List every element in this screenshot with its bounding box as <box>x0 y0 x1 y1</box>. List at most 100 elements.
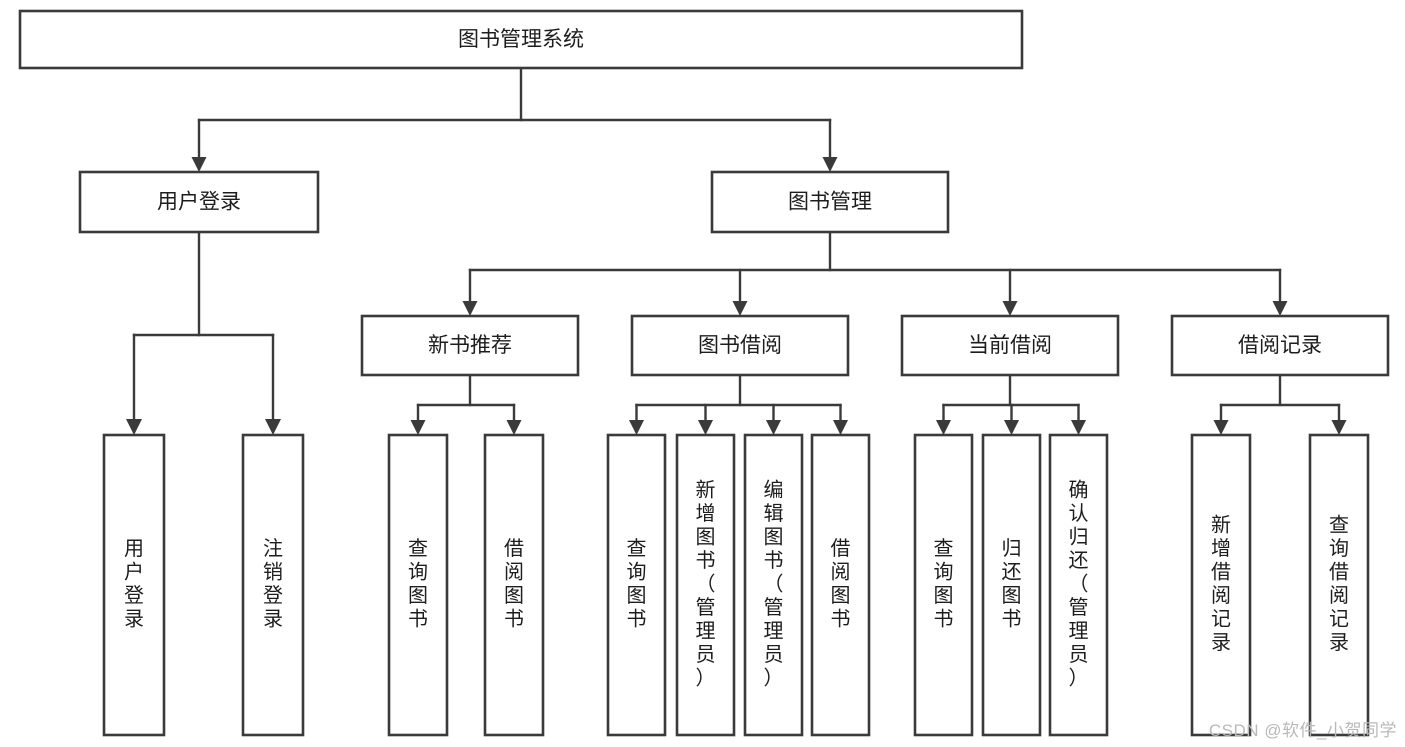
node-label-char: （ <box>764 572 784 595</box>
node-label-char: 询 <box>408 561 428 584</box>
node-box[interactable] <box>360 314 580 377</box>
node-box[interactable] <box>1048 433 1109 737</box>
node-box[interactable] <box>900 314 1120 377</box>
node-box[interactable] <box>1190 433 1252 737</box>
node-box[interactable] <box>981 433 1042 737</box>
node-label-char: 询 <box>934 561 954 584</box>
node-label-char: 员 <box>696 644 716 666</box>
arrow-head-icon <box>822 157 838 172</box>
arrow-head-icon <box>629 420 644 435</box>
node-借阅记录[interactable]: 借阅记录 <box>1170 314 1390 377</box>
node-box[interactable] <box>18 9 1024 70</box>
node-label: 图书借阅 <box>698 334 782 357</box>
node-label-char: 图 <box>934 585 954 607</box>
node-用户登录[interactable]: 用户登录 <box>78 170 320 234</box>
arrow-head-icon <box>833 420 848 435</box>
node-label-char: 员 <box>1069 644 1089 666</box>
node-box[interactable] <box>387 433 449 737</box>
arrow-head-icon <box>265 419 281 435</box>
node-label-char: ） <box>764 666 784 689</box>
node-当前借阅[interactable]: 当前借阅 <box>900 314 1120 377</box>
node-label-char: 用 <box>124 538 144 560</box>
connector-layer <box>126 66 1347 435</box>
node-label-char: 理 <box>764 620 784 642</box>
node-box[interactable] <box>630 314 850 377</box>
node-label-char: 图 <box>504 585 524 607</box>
arrow-head-icon <box>191 157 207 172</box>
node-label-char: 图 <box>831 585 851 607</box>
node-box[interactable] <box>913 433 974 737</box>
node-box[interactable] <box>606 433 667 737</box>
node-label-char: 阅 <box>1211 584 1231 607</box>
arrow-head-icon <box>766 420 781 435</box>
node-box[interactable] <box>1170 314 1390 377</box>
node-box[interactable] <box>810 433 871 737</box>
node-box[interactable] <box>1308 433 1370 737</box>
node-label-char: 书 <box>934 608 954 631</box>
node-box[interactable] <box>743 433 804 737</box>
node-label-char: 书 <box>764 549 784 572</box>
node-label: 图书管理 <box>788 191 872 214</box>
node-label-char: 阅 <box>1329 584 1349 607</box>
arrow-head-icon <box>462 301 478 316</box>
arrow-head-icon <box>410 420 426 435</box>
node-label-char: 阅 <box>831 561 851 584</box>
node-layer: 图书管理系统用户登录图书管理新书推荐图书借阅当前借阅借阅记录用户登录注销登录查询… <box>18 9 1390 737</box>
arrow-head-icon <box>1213 420 1229 435</box>
node-label-char: 编 <box>764 478 784 501</box>
node-用户登录[interactable]: 用户登录 <box>102 433 166 737</box>
node-label-char: ） <box>1069 666 1089 689</box>
node-label-char: 借 <box>1329 561 1349 584</box>
node-label-char: 录 <box>124 609 144 631</box>
node-box[interactable] <box>102 433 166 737</box>
arrow-head-icon <box>732 301 748 316</box>
node-box[interactable] <box>241 433 305 737</box>
node-新书推荐[interactable]: 新书推荐 <box>360 314 580 377</box>
node-label-char: 还 <box>1069 549 1089 572</box>
node-label-char: 询 <box>1329 537 1349 560</box>
node-图书借阅[interactable]: 图书借阅 <box>630 314 850 377</box>
node-label-char: （ <box>696 572 716 595</box>
node-label-char: 管 <box>1069 596 1089 619</box>
node-label-char: 理 <box>696 620 716 642</box>
node-box[interactable] <box>78 170 320 234</box>
node-label-char: 借 <box>1211 561 1231 584</box>
node-box[interactable] <box>483 433 545 737</box>
node-box[interactable] <box>675 433 736 737</box>
node-label-char: 书 <box>831 608 851 631</box>
node-box[interactable] <box>710 170 950 234</box>
node-label-char: 归 <box>1069 525 1089 548</box>
node-label-char: 查 <box>408 537 428 560</box>
arrow-head-icon <box>698 420 713 435</box>
arrow-head-icon <box>1004 420 1019 435</box>
node-图书管理[interactable]: 图书管理 <box>710 170 950 234</box>
node-label-char: 书 <box>408 608 428 631</box>
node-label: 借阅记录 <box>1238 334 1322 357</box>
node-label-char: 认 <box>1069 502 1089 525</box>
node-label-char: 管 <box>696 596 716 619</box>
arrow-head-icon <box>1272 301 1288 316</box>
node-label-char: 记 <box>1329 608 1349 631</box>
node-label-char: 新 <box>696 478 716 501</box>
node-label-char: 注 <box>263 537 283 560</box>
node-label-char: 辑 <box>764 502 784 525</box>
node-label-char: 查 <box>934 537 954 560</box>
node-label-char: 书 <box>1002 608 1022 631</box>
node-label-char: 查 <box>627 537 647 560</box>
node-label-char: 登 <box>124 584 144 607</box>
node-label-char: 录 <box>263 609 283 631</box>
node-图书管理系统[interactable]: 图书管理系统 <box>18 9 1024 70</box>
